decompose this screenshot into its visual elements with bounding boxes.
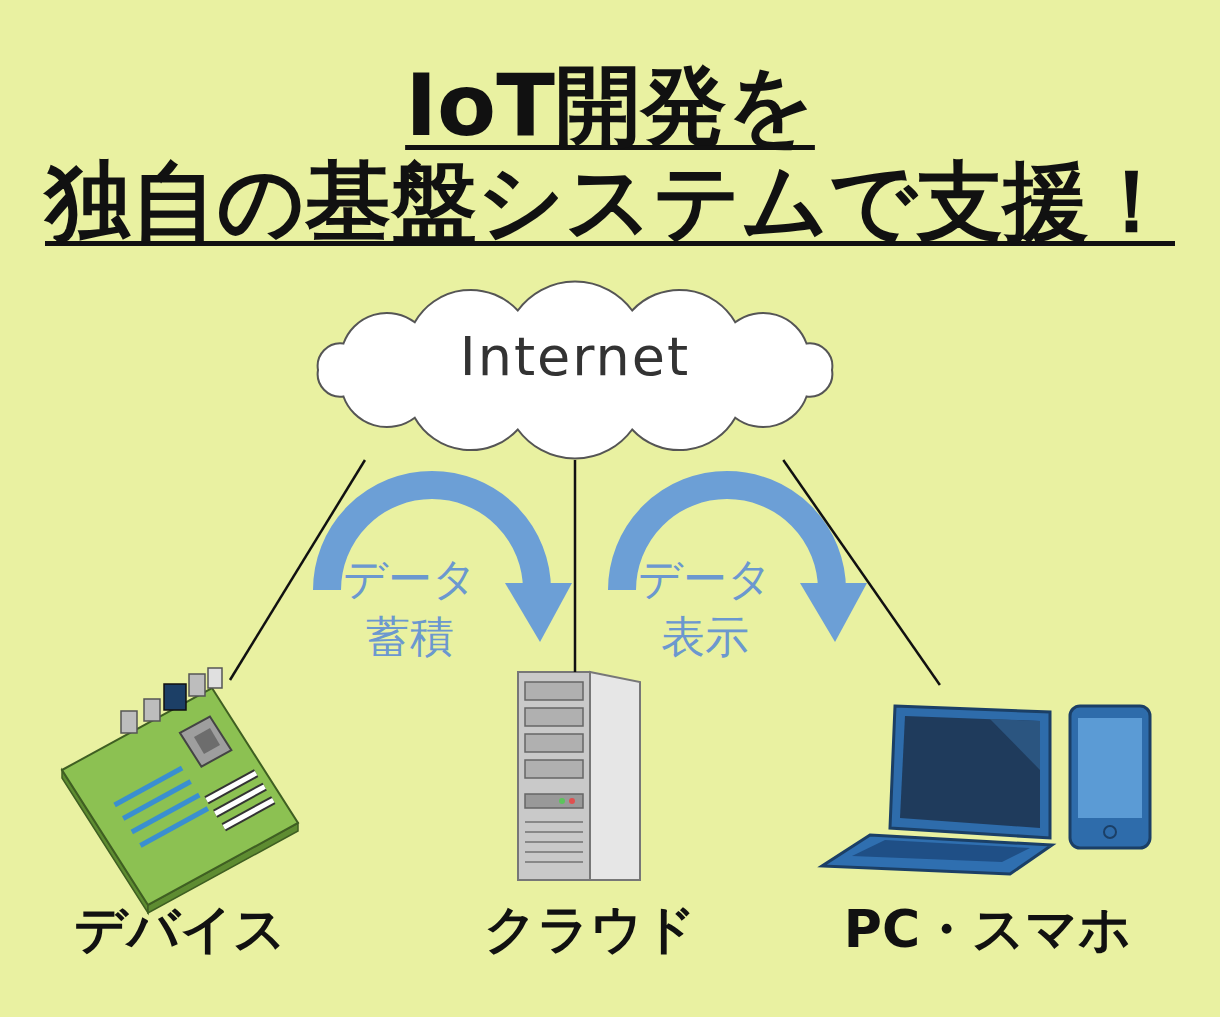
phone-screen	[1078, 718, 1142, 818]
power-panel	[525, 794, 583, 808]
flow-label: データ 蓄積	[330, 550, 490, 666]
vent-line	[525, 851, 583, 853]
flow-arrowhead	[800, 583, 867, 642]
server-front	[518, 672, 590, 880]
board-port	[144, 699, 160, 721]
expansion-slot	[115, 768, 183, 805]
screen-glare	[990, 719, 1040, 770]
vent-line	[525, 841, 583, 843]
flow-label: データ 表示	[625, 550, 785, 666]
phone-button	[1104, 826, 1116, 838]
title-block: IoT開発を 独自の基盤システムで支援！	[10, 57, 1210, 249]
laptop-screen	[900, 716, 1040, 828]
connector-line	[574, 460, 577, 672]
laptop-base	[822, 835, 1052, 874]
expansion-slot	[140, 809, 208, 846]
vent-line	[525, 831, 583, 833]
laptop-keyboard	[852, 840, 1030, 862]
vent-line	[525, 861, 583, 863]
memory-slot	[224, 800, 273, 827]
board-port	[189, 674, 205, 696]
laptop-lid	[890, 706, 1050, 838]
board-port	[121, 711, 137, 733]
node-label: デバイス	[55, 898, 305, 960]
drive-bay	[525, 708, 583, 726]
status-led	[559, 798, 565, 804]
client-node: PC・スマホ	[815, 685, 1160, 960]
memory-slot	[224, 800, 273, 827]
device-node: デバイス	[55, 680, 305, 960]
circuit-board	[62, 688, 298, 905]
connector-line	[783, 460, 940, 685]
phone-body	[1070, 706, 1150, 848]
node-label: PC・スマホ	[815, 898, 1160, 960]
board-port	[208, 668, 222, 688]
server-side	[590, 672, 640, 880]
flow-arrowhead	[505, 583, 572, 642]
drive-bay	[525, 760, 583, 778]
expansion-slot	[123, 782, 191, 819]
node-label: クラウド	[465, 898, 715, 960]
diagram-title: IoT開発を 独自の基盤システムで支援！	[45, 55, 1175, 251]
drive-bay	[525, 682, 583, 700]
cpu-core	[194, 728, 220, 754]
internet-cloud: Internet	[280, 270, 870, 460]
node-label: Internet	[280, 322, 870, 392]
board-port	[164, 684, 186, 710]
status-led	[569, 798, 575, 804]
vent-line	[525, 821, 583, 823]
cpu-chip	[180, 717, 232, 767]
cloud-server-node: クラウド	[465, 672, 715, 960]
expansion-slot	[132, 795, 200, 832]
drive-bay	[525, 734, 583, 752]
